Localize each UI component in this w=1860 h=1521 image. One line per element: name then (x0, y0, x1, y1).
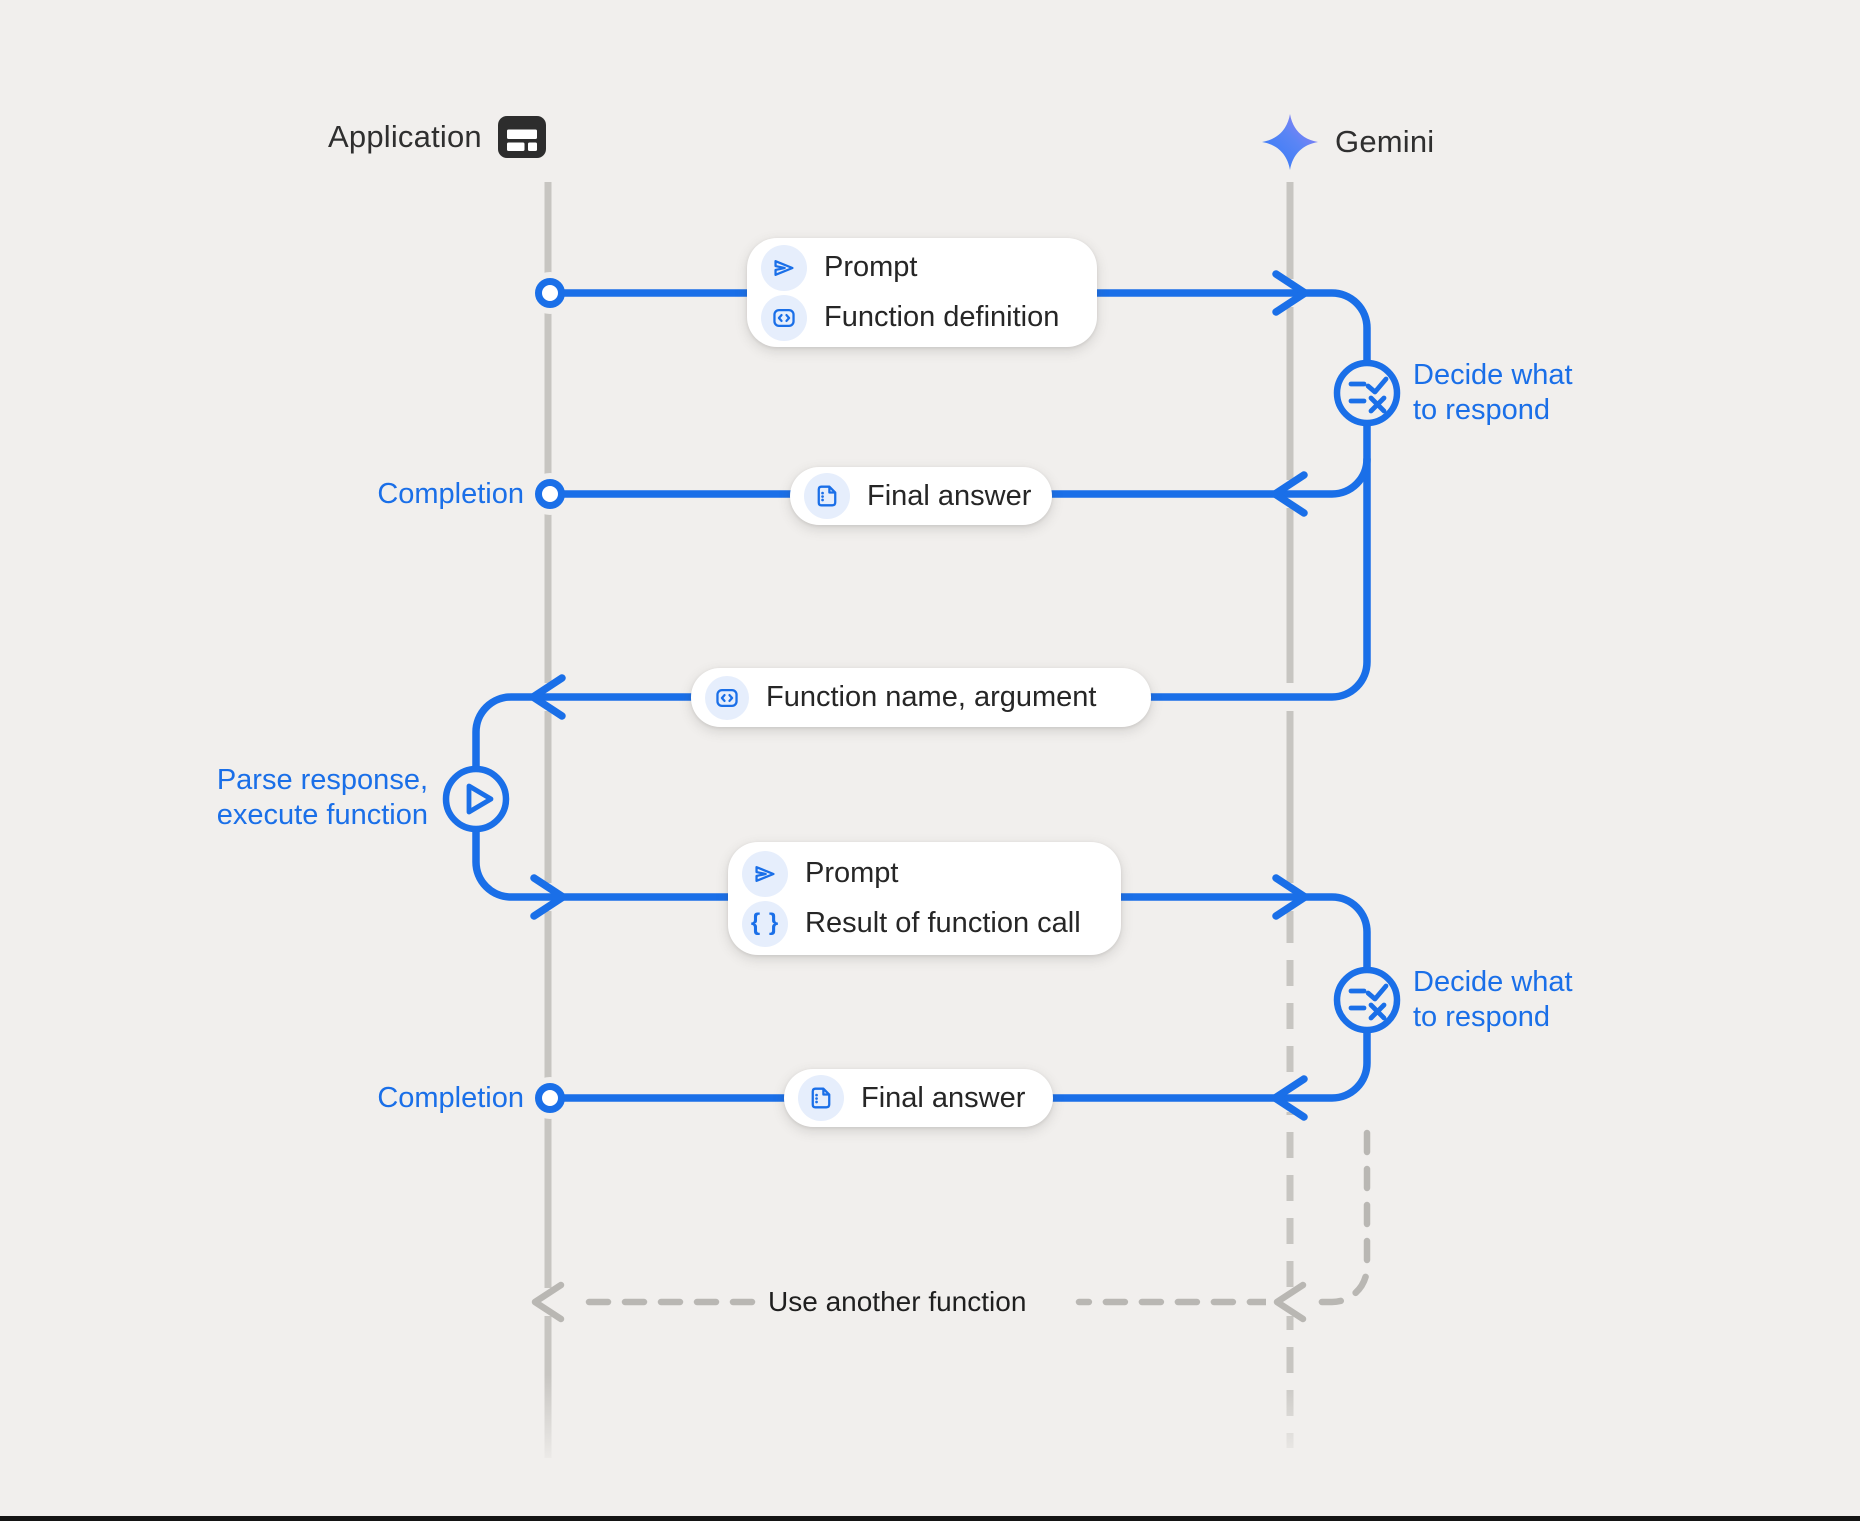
blue-arrowheads (529, 270, 1309, 1121)
pill-label: Result of function call (805, 907, 1081, 939)
code-icon (705, 675, 749, 720)
application-title: Application (328, 119, 482, 154)
pill-label: Function definition (824, 301, 1060, 333)
use-another-function-label: Use another function (768, 1286, 1027, 1317)
document-icon (798, 1075, 844, 1121)
completion-label-1: Completion (377, 478, 524, 510)
decision-node-1 (1333, 359, 1401, 427)
ring-marker-completion-2 (535, 1083, 565, 1113)
completion-label-2: Completion (377, 1082, 524, 1114)
execute-node (442, 765, 510, 833)
flow-final-answer-1 (546, 455, 1371, 498)
ring-marker-prompt-1 (535, 278, 565, 308)
pill-row: Final answer (804, 473, 1031, 519)
arrowhead-left-dashed-application (531, 1281, 565, 1323)
gemini-header: Gemini (1261, 113, 1434, 171)
pill-row: { } Result of function call (742, 900, 1095, 947)
pill-label: Prompt (824, 251, 918, 283)
pill-label: Function name, argument (766, 681, 1097, 713)
bottom-edge-bar (0, 1516, 1860, 1521)
decide-label-2: Decide what to respond (1413, 965, 1573, 1035)
gemini-sparkle-icon (1261, 113, 1319, 171)
message-final-answer-1: Final answer (790, 467, 1052, 525)
ring-marker-completion-1 (535, 479, 565, 509)
pill-label: Final answer (867, 479, 1032, 512)
arrowhead-left-final-2 (1271, 1075, 1308, 1121)
ring-markers (535, 278, 565, 1113)
crossing-halos (524, 279, 1316, 1316)
code-icon (761, 294, 807, 341)
decide-label-line: Decide what (1413, 359, 1573, 391)
message-function-name-argument: Function name, argument (691, 668, 1151, 727)
document-icon (804, 473, 850, 519)
message-final-answer-2: Final answer (784, 1069, 1053, 1127)
send-icon (742, 850, 788, 897)
pill-label: Final answer (861, 1081, 1026, 1114)
decide-label-line: Decide what (1413, 966, 1573, 998)
pill-row: Function definition (761, 294, 1071, 341)
use-another-function-dashed-path (558, 1129, 1371, 1306)
decision-node-2 (1333, 966, 1401, 1034)
decide-label-line: to respond (1413, 1001, 1551, 1033)
message-prompt-function-definition: Prompt Function definition (747, 238, 1097, 347)
braces-glyph: { } (750, 908, 780, 936)
lifeline-fade (0, 1375, 1860, 1470)
pill-row: Function name, argument (705, 675, 1125, 720)
parse-label-line: execute function (216, 799, 428, 831)
gemini-title: Gemini (1335, 124, 1435, 159)
braces-icon: { } (742, 900, 788, 947)
send-icon (761, 244, 807, 291)
pill-row: Prompt (761, 244, 1071, 291)
pill-row: Final answer (798, 1075, 1027, 1121)
rule-checklist-icon (1348, 376, 1389, 414)
arrowhead-left-function-name (529, 674, 566, 720)
arrowhead-right-prompt-2 (1272, 874, 1309, 920)
arrowhead-left-final-1 (1271, 471, 1308, 517)
parse-label-line: Parse response, (216, 764, 428, 796)
decide-label-1: Decide what to respond (1413, 358, 1573, 428)
dashed-arrowheads (531, 1281, 1307, 1323)
arrowhead-right-prompt-2-start (530, 874, 567, 920)
browser-window-icon (497, 116, 546, 158)
play-icon (466, 783, 494, 815)
decide-label-line: to respond (1413, 394, 1551, 426)
message-prompt-result-of-function-call: Prompt { } Result of function call (728, 842, 1121, 955)
application-header: Application (328, 116, 546, 158)
arrowhead-left-dashed-gemini (1273, 1281, 1307, 1323)
arrowhead-right-prompt-1 (1272, 270, 1309, 316)
parse-execute-label: Parse response, execute function (217, 763, 428, 833)
pill-label: Prompt (805, 857, 899, 889)
pill-row: Prompt (742, 850, 1095, 897)
rule-checklist-icon (1348, 983, 1389, 1021)
